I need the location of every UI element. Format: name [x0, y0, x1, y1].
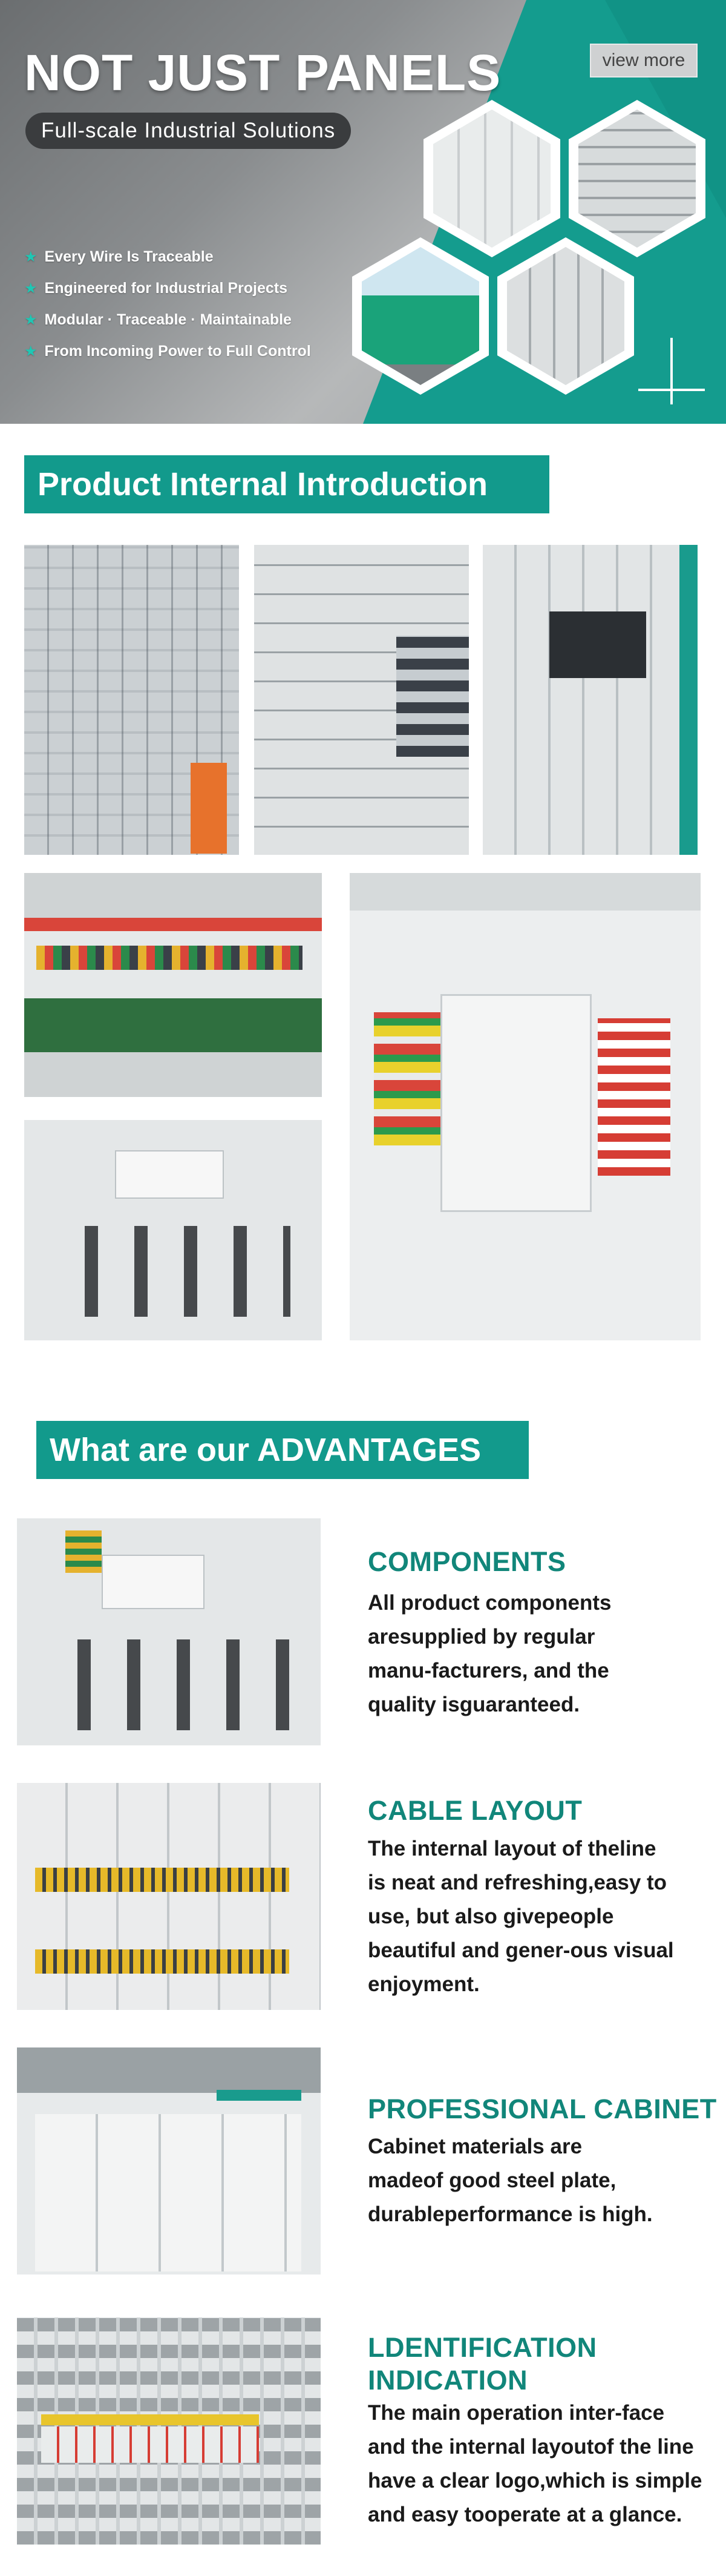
advantage-text-professional-cabinet: Cabinet materials are madeof good steel … [368, 2135, 653, 2226]
photo-components [17, 1518, 321, 1745]
hex-photo-drawer-units [497, 237, 634, 395]
advantage-text-identification: The main operation inter-face and the in… [368, 2401, 702, 2526]
photo-cable-layout [17, 1783, 321, 2010]
section-title-internal: Product Internal Introduction [24, 455, 549, 513]
photo-panel-wiring-3 [483, 545, 698, 855]
feature-text: Engineered for Industrial Projects [44, 280, 287, 297]
advantage-title-cable-layout: CABLE LAYOUT [368, 1795, 583, 1826]
photo-panel-wiring-1 [24, 545, 239, 855]
photo-identification-indication [17, 2317, 321, 2545]
section-title-advantages: What are our ADVANTAGES [36, 1421, 529, 1479]
feature-text: Modular · Traceable · Maintainable [44, 311, 292, 328]
advantage-title-components: COMPONENTS [368, 1546, 566, 1577]
photo-control-panel [24, 1120, 322, 1340]
photo-panel-wiring-2 [254, 545, 469, 855]
hex-photo-switchgear [569, 100, 705, 257]
advantage-text-cable-layout: The internal layout of theline is neat a… [368, 1837, 674, 1996]
feature-item: ★ From Incoming Power to Full Control [24, 335, 311, 367]
feature-text: From Incoming Power to Full Control [44, 343, 311, 360]
star-icon: ★ [24, 343, 38, 360]
hero-subtitle: Full-scale Industrial Solutions [25, 113, 352, 149]
hex-photo-cabinet-front [424, 100, 560, 257]
advantage-title-identification: LDENTIFICATION [368, 2332, 597, 2363]
plus-icon-vertical [670, 338, 673, 404]
advantage-title-indication: INDICATION [368, 2365, 528, 2396]
photo-terminal-closeup [350, 873, 701, 1340]
advantage-title-professional-cabinet: PROFESSIONAL CABINET [368, 2093, 717, 2124]
view-more-button[interactable]: view more [590, 44, 698, 77]
star-icon: ★ [24, 249, 38, 265]
photo-professional-cabinet [17, 2047, 321, 2275]
star-icon: ★ [24, 312, 38, 328]
feature-list: ★ Every Wire Is Traceable ★ Engineered for… [24, 241, 311, 367]
advantage-text-components: All product components aresupplied by re… [368, 1591, 612, 1716]
photo-breaker-row [24, 873, 322, 1097]
feature-text: Every Wire Is Traceable [44, 248, 214, 265]
hero-title: NOT JUST PANELS [24, 44, 502, 101]
star-icon: ★ [24, 280, 38, 297]
feature-item: ★ Engineered for Industrial Projects [24, 272, 311, 304]
feature-item: ★ Modular · Traceable · Maintainable [24, 304, 311, 335]
hero-banner: NOT JUST PANELS Full-scale Industrial So… [0, 0, 726, 424]
feature-item: ★ Every Wire Is Traceable [24, 241, 311, 272]
